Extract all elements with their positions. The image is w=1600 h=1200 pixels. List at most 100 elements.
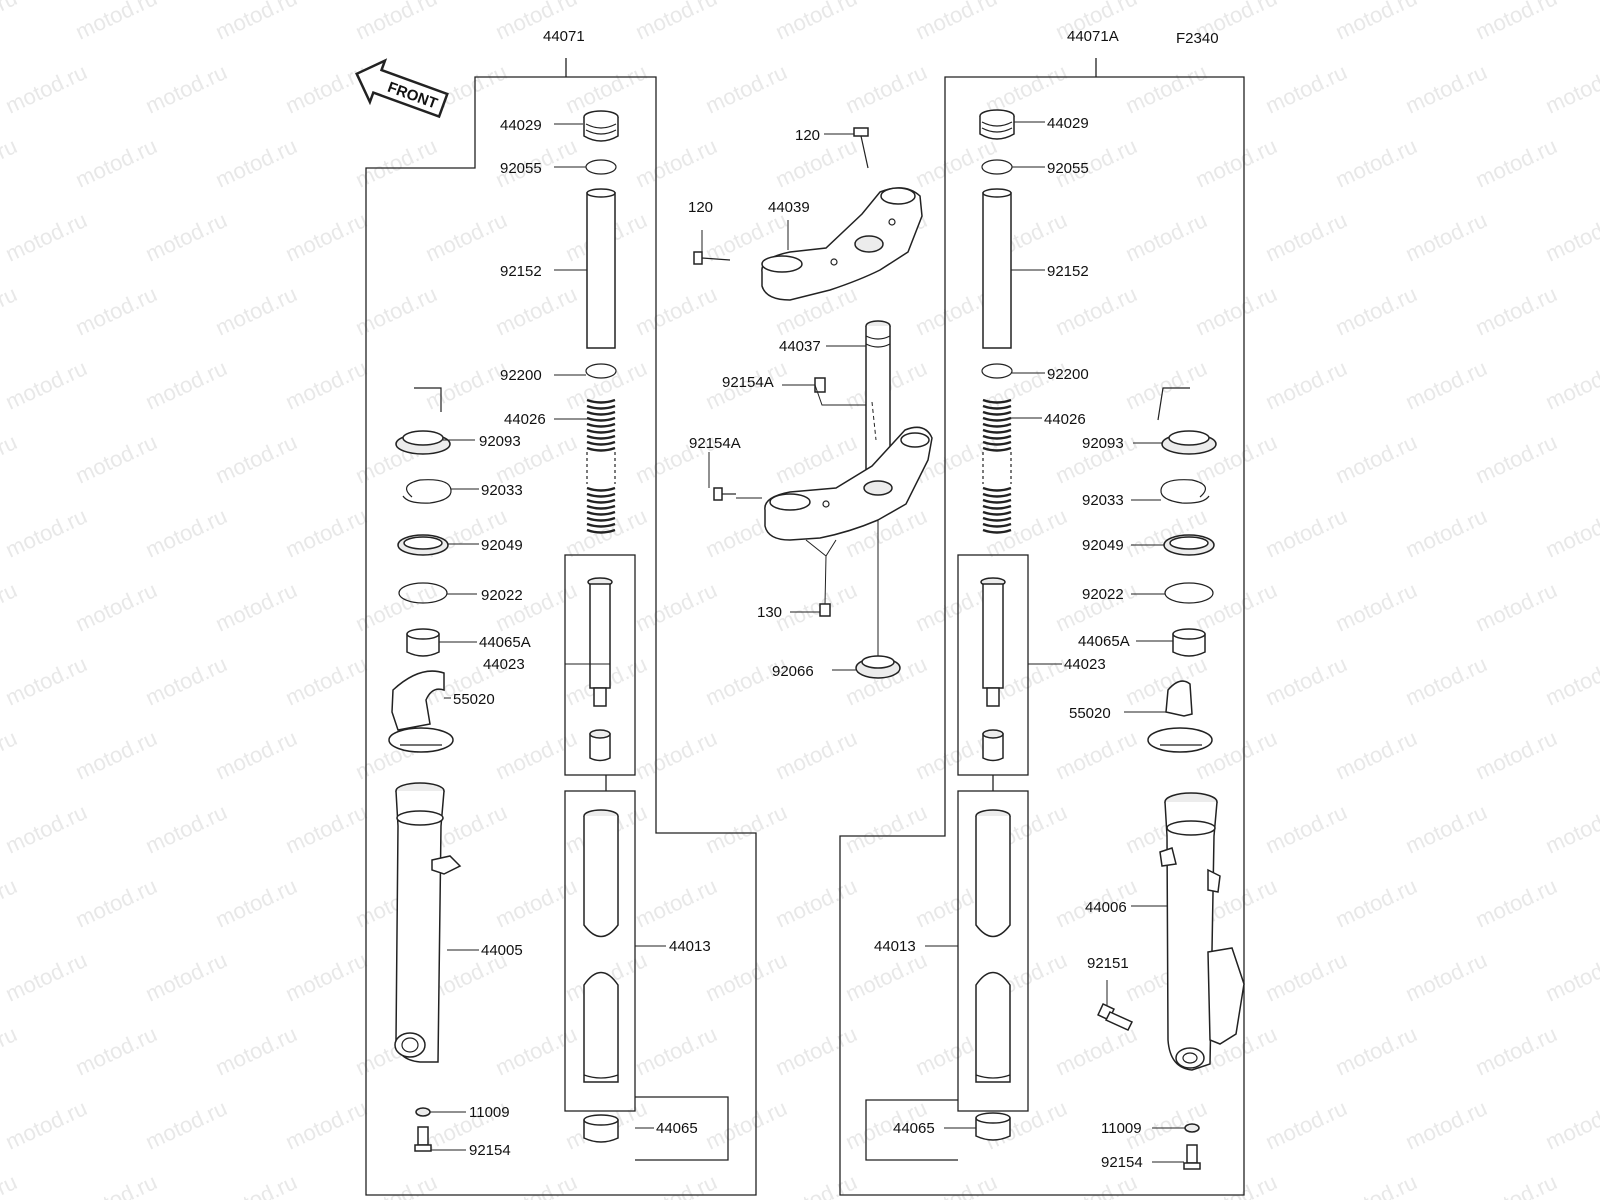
left-slide-bush: [583, 1114, 619, 1143]
watermark-text: motod.ru: [2, 355, 91, 414]
right-gasket: [1184, 1123, 1200, 1133]
watermark-text: motod.ru: [282, 799, 371, 858]
right-washer-seal: [1164, 582, 1214, 604]
watermark-text: motod.ru: [1332, 873, 1421, 932]
watermark-text: motod.ru: [1402, 207, 1491, 266]
watermark-text: motod.ru: [1542, 799, 1600, 858]
left-dust-seal: [395, 387, 451, 455]
watermark-text: motod.ru: [2, 651, 91, 710]
upper-bracket: [761, 187, 923, 301]
label-right-slide-bush-a: 44065A: [1078, 633, 1130, 650]
watermark-text: motod.ru: [632, 873, 721, 932]
watermark-text: motod.ru: [632, 0, 721, 45]
watermark-text: motod.ru: [1262, 59, 1351, 118]
watermark-text: motod.ru: [212, 873, 301, 932]
watermark-text: motod.ru: [1402, 947, 1491, 1006]
watermark-text: motod.ru: [72, 281, 161, 340]
watermark-text: motod.ru: [212, 1169, 301, 1200]
watermark-text: motod.ru: [1192, 281, 1281, 340]
watermark-text: motod.ru: [282, 207, 371, 266]
watermark-text: motod.ru: [1262, 355, 1351, 414]
watermark-text: motod.ru: [702, 651, 791, 710]
label-right-gasket: 11009: [1101, 1120, 1142, 1137]
watermark-text: motod.ru: [492, 1021, 581, 1080]
label-right-outer-tube: 44006: [1085, 899, 1127, 916]
label-left-dust-seal: 92093: [479, 433, 521, 450]
watermark-text: motod.ru: [1402, 1095, 1491, 1154]
stem-screw: [819, 603, 831, 617]
label-left-oil-seal: 92049: [481, 537, 523, 554]
watermark-text: motod.ru: [1472, 429, 1561, 488]
right-slide-bush: [975, 1112, 1011, 1141]
watermark-text: motod.ru: [282, 651, 371, 710]
watermark-text: motod.ru: [702, 799, 791, 858]
center-parts: [693, 127, 933, 679]
watermark-text: motod.ru: [1192, 133, 1281, 192]
upper-bolt-top: [853, 127, 869, 169]
label-left-washer-seal: 92022: [481, 587, 523, 604]
label-left-washer: 92200: [500, 367, 542, 384]
label-left-gasket: 11009: [469, 1104, 510, 1121]
watermark-text: motod.ru: [1542, 207, 1600, 266]
watermark-text: motod.ru: [842, 947, 931, 1006]
label-upper-bracket: 44039: [768, 199, 810, 216]
left-snap-ring: [402, 479, 452, 504]
watermark-text: motod.ru: [212, 577, 301, 636]
left-slide-bush-a: [406, 628, 440, 657]
right-snap-ring: [1160, 479, 1210, 504]
watermark-text: motod.ru: [1402, 503, 1491, 562]
watermark-text: motod.ru: [772, 429, 861, 488]
watermark-text: motod.ru: [1472, 1021, 1561, 1080]
right-caliper-bolt: [1097, 1003, 1134, 1031]
label-left-o-ring: 92055: [500, 160, 542, 177]
watermark-text: motod.ru: [1542, 355, 1600, 414]
watermark-text: motod.ru: [352, 577, 441, 636]
left-fork-spring: [586, 398, 616, 534]
watermark-text: motod.ru: [1262, 799, 1351, 858]
front-arrow-icon: FRONT: [355, 58, 449, 119]
label-left-fork-guard: 55020: [453, 691, 495, 708]
label-right-fork-spring: 44026: [1044, 411, 1086, 428]
watermark-text: motod.ru: [1332, 0, 1421, 45]
watermark-text: motod.ru: [282, 355, 371, 414]
watermark-text: motod.ru: [1472, 133, 1561, 192]
left-bottom-bolt: [414, 1126, 432, 1152]
watermark-text: motod.ru: [492, 873, 581, 932]
label-stem-bolt-b: 92154A: [689, 435, 741, 452]
label-right-cap-bolt: 44029: [1047, 115, 1089, 132]
right-spacer-pipe: [982, 188, 1012, 349]
watermark-text: motod.ru: [2, 1095, 91, 1154]
lower-bracket: [764, 426, 933, 541]
watermark-text: motod.ru: [0, 1169, 21, 1200]
watermark-text: motod.ru: [212, 133, 301, 192]
watermark-text: motod.ru: [1472, 873, 1561, 932]
label-left-slide-bush-a: 44065A: [479, 634, 531, 651]
watermark-text: motod.ru: [702, 1095, 791, 1154]
left-o-ring: [585, 159, 617, 175]
watermark-text: motod.ru: [1402, 59, 1491, 118]
watermark-text: motod.ru: [72, 873, 161, 932]
watermark-text: motod.ru: [842, 59, 931, 118]
label-right-washer-seal: 92022: [1082, 586, 1124, 603]
watermark-text: motod.ru: [1332, 281, 1421, 340]
watermark-text: motod.ru: [1472, 281, 1561, 340]
watermark-text: motod.ru: [0, 133, 21, 192]
label-right-damper-rod: 44023: [1064, 656, 1106, 673]
watermark-text: motod.ru: [0, 429, 21, 488]
watermark-text: motod.ru: [212, 429, 301, 488]
right-washer: [981, 363, 1013, 379]
label-bolt-upper: 120: [795, 127, 820, 144]
watermark-text: motod.ru: [72, 429, 161, 488]
left-damper-rod: [587, 577, 613, 762]
left-inner-tube: [583, 809, 619, 1083]
watermark-text: motod.ru: [2, 799, 91, 858]
right-outer-tube: [1159, 792, 1245, 1071]
left-spacer-pipe: [586, 188, 616, 349]
leader-lines: [430, 121, 1185, 1163]
label-right-snap-ring: 92033: [1082, 492, 1124, 509]
label-left-slide-bush: 44065: [656, 1120, 698, 1137]
right-dust-seal: [1157, 387, 1217, 455]
watermark-text: motod.ru: [2, 503, 91, 562]
label-right-caliper-bolt: 92151: [1087, 955, 1129, 972]
label-left-bottom-bolt: 92154: [469, 1142, 511, 1159]
